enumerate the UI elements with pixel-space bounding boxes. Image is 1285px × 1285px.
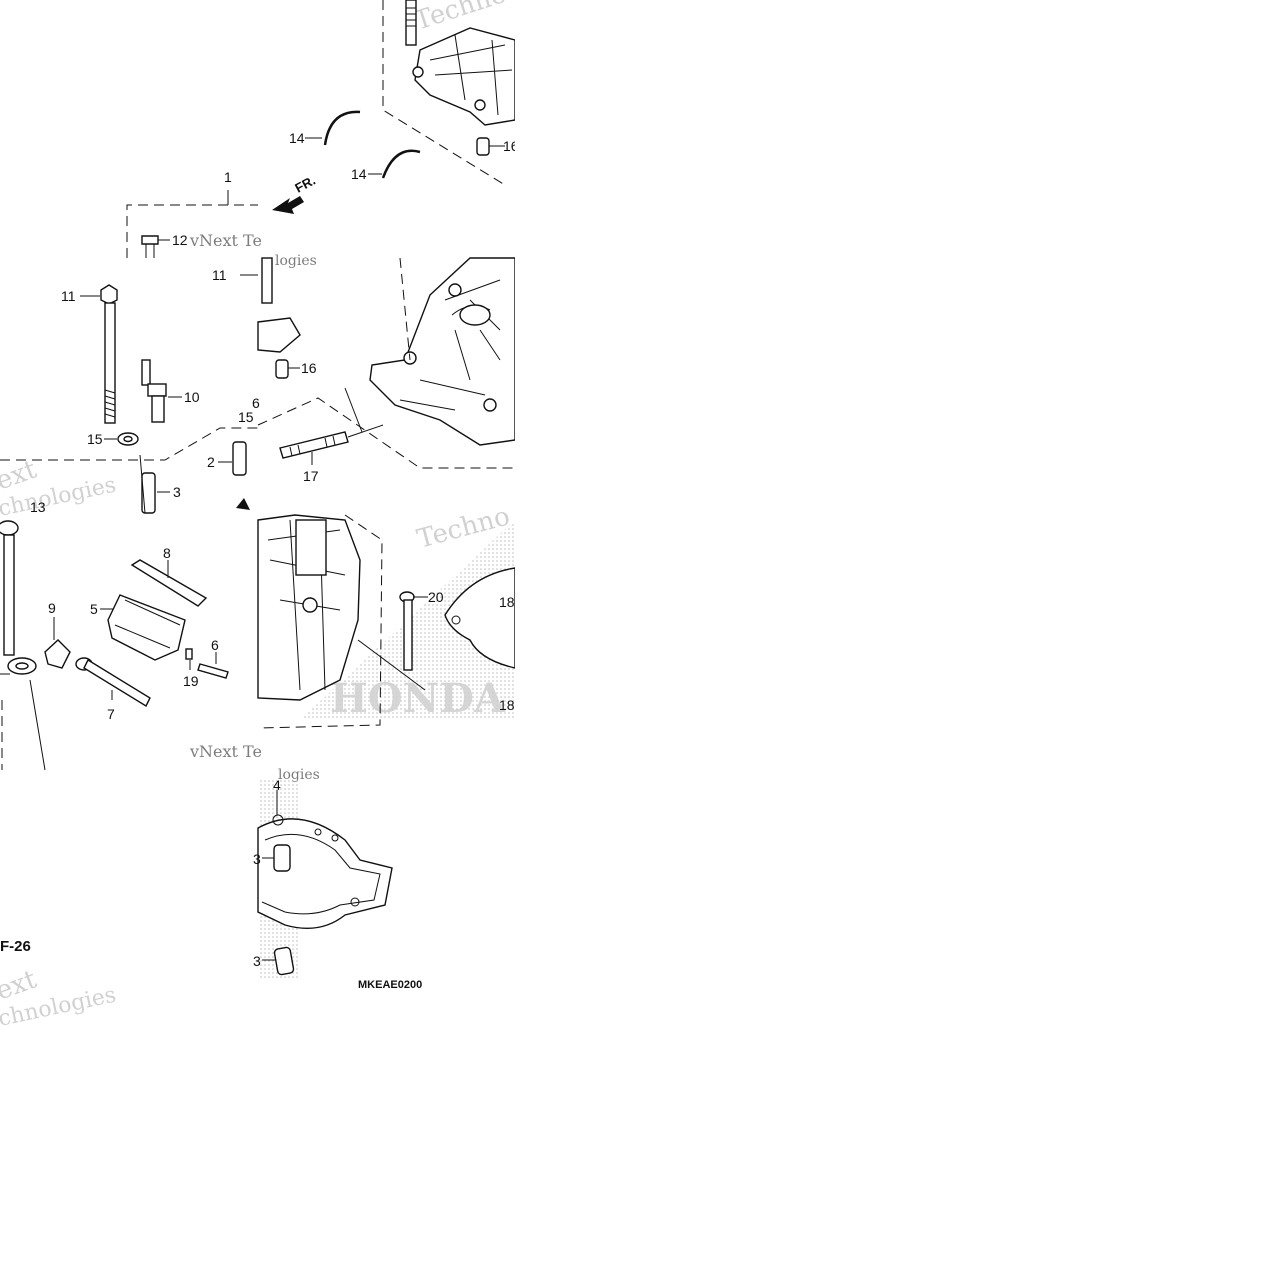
callout-16: 16 [301,360,317,376]
head-bolts-view: 1 12 [126,169,258,258]
callout-3: 3 [253,851,261,867]
callout-16: 16 [503,138,519,154]
watermark-text: Techno [411,0,510,37]
callout-14: 14 [289,130,305,146]
callout-17: 17 [303,468,319,484]
callout-15: 15 [87,431,103,447]
camshaft-parts-view: 13 8 5 9 7 19 6 [0,498,250,771]
callout-4: 4 [273,777,281,793]
watermark-text: vNext Te [189,742,262,761]
watermark-text: vNext Te [189,231,262,250]
cylinder-head-lower-view: 20 18 18 [257,514,516,729]
callout-8: 8 [163,545,171,561]
callout-6: 6 [252,395,260,411]
callout-18: 18 [499,697,515,713]
clip-parts: 14 14 [289,110,421,182]
cylinder-head-view: 11 16 17 [212,257,516,484]
callout-9: 9 [48,600,56,616]
callout-3: 3 [253,953,261,969]
watermark-text: logies [275,253,317,269]
callout-20: 20 [428,589,444,605]
rocker-arm-holder-view: 16 [382,0,519,186]
diagram-code: MKEAE0200 [358,979,422,991]
callout-11: 11 [61,288,76,304]
callout-3: 3 [173,484,181,500]
callout-7: 7 [107,706,115,722]
callout-11: 11 [212,267,227,283]
callout-5: 5 [90,601,98,617]
callout-18: 18 [499,594,515,610]
callout-19: 19 [183,673,199,689]
callout-15: 15 [238,409,254,425]
callout-2: 2 [207,454,215,470]
callout-13: 13 [30,499,46,515]
brand-watermark: HONDA [330,675,506,722]
front-label: FR. [292,173,318,196]
callout-10: 10 [184,389,200,405]
bolt-and-plug-view: 11 10 15 15 6 2 3 [0,284,260,514]
callout-6: 6 [211,637,219,653]
page-reference: F-26 [0,938,31,955]
head-gasket-view: 4 3 3 [253,777,393,976]
watermark-text: logies [278,767,320,783]
callout-14: 14 [351,166,367,182]
callout-12: 12 [172,232,188,248]
front-direction-marker: FR. [272,173,318,214]
callout-1: 1 [224,169,232,185]
